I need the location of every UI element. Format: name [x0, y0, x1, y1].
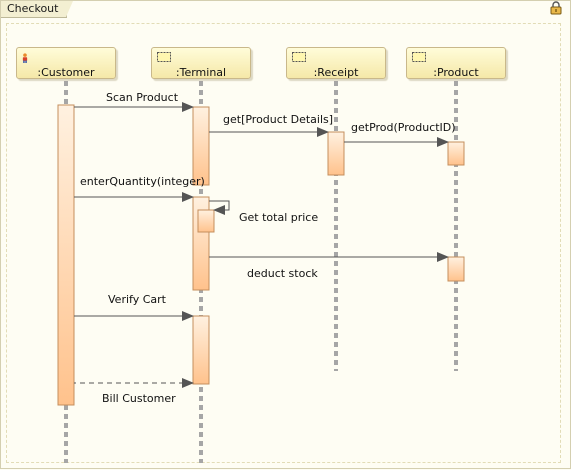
- lifeline-head-receipt[interactable]: :Receipt: [286, 47, 386, 79]
- frame-title: Checkout: [7, 2, 59, 15]
- message-enter-qty-label[interactable]: enterQuantity(integer): [80, 175, 205, 188]
- class-icon: [157, 52, 171, 62]
- activation-product-1[interactable]: [447, 141, 465, 166]
- lifeline-label-terminal: :Terminal: [175, 66, 227, 79]
- activation-terminal-self[interactable]: [197, 209, 215, 233]
- message-bill-label[interactable]: Bill Customer: [102, 392, 176, 405]
- activation-terminal-3[interactable]: [192, 315, 210, 385]
- lifeline-label-receipt: :Receipt: [313, 66, 359, 79]
- message-verify-label[interactable]: Verify Cart: [108, 293, 166, 306]
- activation-product-2[interactable]: [447, 256, 465, 282]
- message-total-price-label[interactable]: Get total price: [239, 211, 319, 224]
- message-total-price-arrow[interactable]: [209, 200, 230, 215]
- class-icon: [292, 52, 306, 62]
- lifeline-label-product: :Product: [433, 66, 479, 79]
- message-deduct-label[interactable]: deduct stock: [247, 267, 318, 280]
- class-icon: [412, 52, 426, 62]
- activation-terminal-1[interactable]: [192, 106, 210, 186]
- frame-title-tab[interactable]: Checkout: [1, 1, 74, 18]
- activation-receipt[interactable]: [327, 131, 345, 176]
- activation-customer[interactable]: [57, 104, 75, 406]
- lifeline-head-product[interactable]: :Product: [406, 47, 506, 79]
- actor-icon: [22, 53, 28, 63]
- message-get-details-label[interactable]: get[Product Details]: [223, 113, 334, 126]
- message-get-prod-label[interactable]: getProd(ProductID): [351, 121, 456, 134]
- lifeline-head-terminal[interactable]: :Terminal: [151, 47, 251, 79]
- lock-icon[interactable]: [550, 1, 562, 15]
- message-scan-label[interactable]: Scan Product: [106, 91, 179, 104]
- lifeline-label-customer: :Customer: [37, 66, 95, 79]
- diagram-canvas: [6, 23, 561, 463]
- lifeline-head-customer[interactable]: :Customer: [16, 47, 116, 79]
